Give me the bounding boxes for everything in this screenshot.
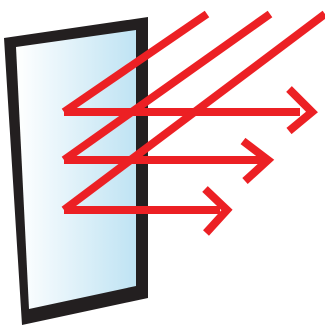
mirror bbox=[4, 17, 148, 325]
